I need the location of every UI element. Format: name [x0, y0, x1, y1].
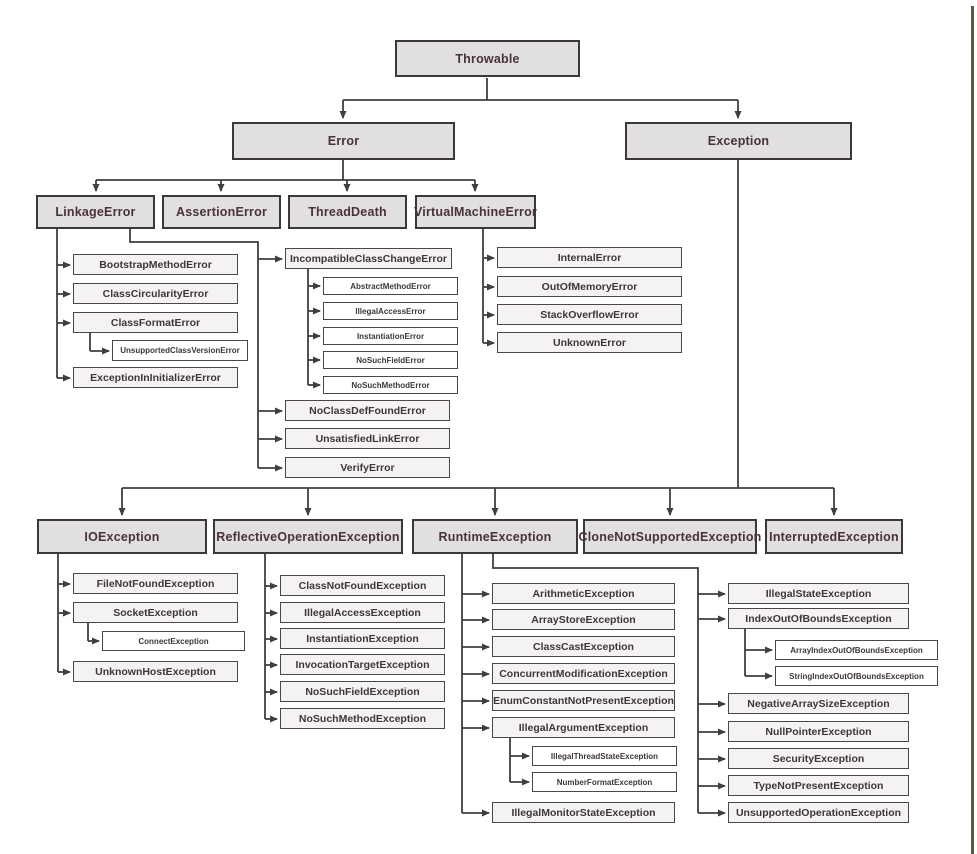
node-negative-array-size-exception: NegativeArraySizeException [728, 693, 909, 714]
node-class-not-found-exception: ClassNotFoundException [280, 575, 445, 596]
page-edge-line [971, 6, 974, 854]
node-bootstrap-method-error: BootstrapMethodError [73, 254, 238, 275]
node-no-class-def-found-error: NoClassDefFoundError [285, 400, 450, 421]
node-invocation-target-exception: InvocationTargetException [280, 654, 445, 675]
node-illegal-access-error: IllegalAccessError [323, 302, 458, 320]
node-out-of-memory-error: OutOfMemoryError [497, 276, 682, 297]
node-number-format-exception: NumberFormatException [532, 772, 677, 792]
node-socket-exception: SocketException [73, 602, 238, 623]
node-unknown-host-exception: UnknownHostException [73, 661, 238, 682]
node-unsupported-class-version-error: UnsupportedClassVersionError [112, 340, 248, 361]
node-string-index-out-of-bounds-exception: StringIndexOutOfBoundsException [775, 666, 938, 686]
node-null-pointer-exception: NullPointerException [728, 721, 909, 742]
node-unsupported-operation-exception: UnsupportedOperationException [728, 802, 909, 823]
node-instantiation-exception: InstantiationException [280, 628, 445, 649]
node-no-such-field-error: NoSuchFieldError [323, 351, 458, 369]
node-reflective-operation-exception: ReflectiveOperationException [213, 519, 403, 554]
node-array-index-out-of-bounds-exception: ArrayIndexOutOfBoundsException [775, 640, 938, 660]
node-throwable: Throwable [395, 40, 580, 77]
node-class-cast-exception: ClassCastException [492, 636, 675, 657]
node-abstract-method-error: AbstractMethodError [323, 277, 458, 295]
node-internal-error: InternalError [497, 247, 682, 268]
node-illegal-state-exception: IllegalStateException [728, 583, 909, 604]
node-illegal-thread-state-exception: IllegalThreadStateException [532, 746, 677, 766]
node-illegal-monitor-state-exception: IllegalMonitorStateException [492, 802, 675, 823]
node-file-not-found-exception: FileNotFoundException [73, 573, 238, 594]
node-assertion-error: AssertionError [162, 195, 281, 229]
node-concurrent-modification-exception: ConcurrentModificationException [492, 663, 675, 684]
node-array-store-exception: ArrayStoreException [492, 609, 675, 630]
node-exception-in-initializer-error: ExceptionInInitializerError [73, 367, 238, 388]
node-illegal-access-exception: IllegalAccessException [280, 602, 445, 623]
node-stack-overflow-error: StackOverflowError [497, 304, 682, 325]
node-no-such-method-exception: NoSuchMethodException [280, 708, 445, 729]
node-index-out-of-bounds-exception: IndexOutOfBoundsException [728, 608, 909, 629]
node-runtime-exception: RuntimeException [412, 519, 578, 554]
node-incompatible-class-change-error: IncompatibleClassChangeError [285, 248, 452, 269]
node-instantiation-error: InstantiationError [323, 327, 458, 345]
node-no-such-field-exception: NoSuchFieldException [280, 681, 445, 702]
node-no-such-method-error: NoSuchMethodError [323, 376, 458, 394]
node-unknown-error: UnknownError [497, 332, 682, 353]
node-class-format-error: ClassFormatError [73, 312, 238, 333]
node-linkage-error: LinkageError [36, 195, 155, 229]
node-arithmetic-exception: ArithmeticException [492, 583, 675, 604]
node-type-not-present-exception: TypeNotPresentException [728, 775, 909, 796]
node-unsatisfied-link-error: UnsatisfiedLinkError [285, 428, 450, 449]
node-class-circularity-error: ClassCircularityError [73, 283, 238, 304]
node-error: Error [232, 122, 455, 160]
node-connect-exception: ConnectException [102, 631, 245, 651]
node-illegal-argument-exception: IllegalArgumentException [492, 717, 675, 738]
node-thread-death: ThreadDeath [288, 195, 407, 229]
node-security-exception: SecurityException [728, 748, 909, 769]
node-clone-not-supported-exception: CloneNotSupportedException [579, 519, 761, 554]
node-enum-constant-not-present-exception: EnumConstantNotPresentException [492, 690, 675, 711]
node-interrupted-exception: InterruptedException [765, 519, 903, 554]
node-io-exception: IOException [37, 519, 207, 554]
node-exception: Exception [625, 122, 852, 160]
node-virtual-machine-error: VirtualMachineError [414, 195, 537, 229]
node-verify-error: VerifyError [285, 457, 450, 478]
